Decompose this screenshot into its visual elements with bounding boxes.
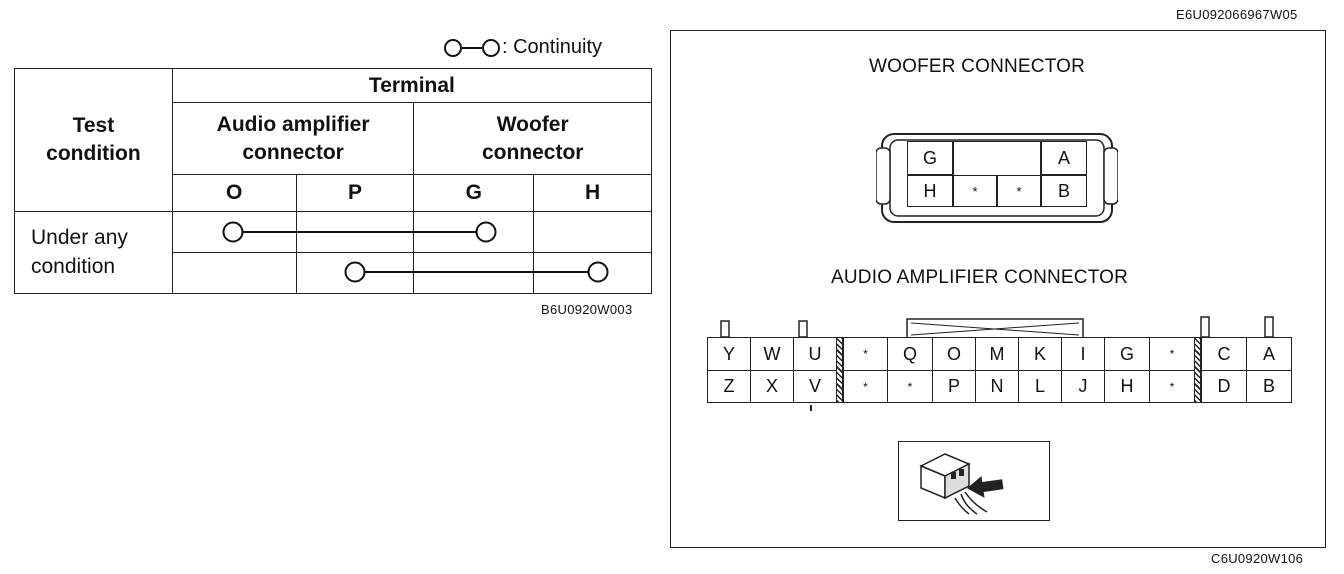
amp-pin-h: H bbox=[1104, 370, 1150, 403]
terminal-o-header: O bbox=[171, 174, 297, 212]
continuity-node-icon bbox=[587, 261, 609, 283]
amp-pin-n: N bbox=[975, 370, 1019, 403]
figure-code-top-right: E6U092066967W05 bbox=[1176, 7, 1298, 22]
connector-probe-arrow-icon bbox=[919, 453, 1004, 515]
amp-pin-g: G bbox=[1104, 337, 1150, 371]
amp-pin-m: M bbox=[975, 337, 1019, 371]
terminal-h-header: H bbox=[533, 174, 652, 212]
woofer-pin-blank bbox=[953, 141, 1041, 175]
amp-pin-w: W bbox=[750, 337, 794, 371]
amp-pin-y: Y bbox=[707, 337, 751, 371]
continuity-line-p-h bbox=[344, 261, 609, 283]
figure-code-table: B6U0920W003 bbox=[541, 302, 633, 317]
amp-pin-empty: * bbox=[887, 370, 933, 403]
amp-divider-left bbox=[836, 337, 843, 403]
amp-pin-k: K bbox=[1018, 337, 1062, 371]
continuity-node-icon bbox=[344, 261, 366, 283]
amplifier-pin-grid: Y W U * Q O M K I G * C A Z X V * * P N … bbox=[707, 337, 1293, 403]
continuity-line-o-g bbox=[222, 221, 497, 243]
continuity-lines-overlay bbox=[222, 221, 609, 283]
amp-pin-v: V bbox=[793, 370, 837, 403]
amp-pin-d: D bbox=[1201, 370, 1247, 403]
amp-pin-b: B bbox=[1246, 370, 1292, 403]
amp-divider-right bbox=[1194, 337, 1201, 403]
woofer-pin-h: H bbox=[907, 175, 953, 207]
amp-pin-l: L bbox=[1018, 370, 1062, 403]
cell-o-2 bbox=[171, 251, 297, 295]
woofer-pin-empty: * bbox=[953, 175, 997, 207]
continuity-legend: : Continuity bbox=[444, 36, 602, 59]
amp-pin-j: J bbox=[1061, 370, 1105, 403]
amp-pin-empty: * bbox=[843, 337, 888, 371]
amp-pin-c: C bbox=[1201, 337, 1247, 371]
amplifier-connector-title: AUDIO AMPLIFIER CONNECTOR bbox=[831, 267, 1129, 288]
connector-diagram-panel: WOOFER CONNECTOR G A H * * B AUDIO AMPLI… bbox=[670, 30, 1326, 548]
amp-pin-o: O bbox=[932, 337, 976, 371]
terminal-header: Terminal bbox=[171, 67, 653, 104]
amp-pin-empty: * bbox=[1149, 337, 1195, 371]
continuity-symbol-icon bbox=[444, 38, 500, 57]
woofer-pin-g: G bbox=[907, 141, 953, 175]
amp-pin-i: I bbox=[1061, 337, 1105, 371]
amp-pin-empty: * bbox=[1149, 370, 1195, 403]
figure-code-panel: C6U0920W106 bbox=[1211, 551, 1304, 566]
amp-pin-z: Z bbox=[707, 370, 751, 403]
continuity-node-icon bbox=[222, 221, 244, 243]
woofer-connector-title: WOOFER CONNECTOR bbox=[869, 56, 1086, 77]
amp-pin-u: U bbox=[793, 337, 837, 371]
woofer-pin-a: A bbox=[1041, 141, 1087, 175]
terminal-p-header: P bbox=[295, 174, 415, 212]
continuity-node-icon bbox=[475, 221, 497, 243]
terminal-g-header: G bbox=[413, 174, 535, 212]
amp-pin-x: X bbox=[750, 370, 794, 403]
woofer-pin-b: B bbox=[1041, 175, 1087, 207]
woofer-pin-empty: * bbox=[997, 175, 1041, 207]
probe-illustration-frame bbox=[898, 441, 1050, 521]
amp-pin-q: Q bbox=[887, 337, 933, 371]
legend-label: : Continuity bbox=[502, 36, 603, 58]
amp-pin-empty: * bbox=[843, 370, 888, 403]
amp-pin-p: P bbox=[932, 370, 976, 403]
amp-pin-a: A bbox=[1246, 337, 1292, 371]
